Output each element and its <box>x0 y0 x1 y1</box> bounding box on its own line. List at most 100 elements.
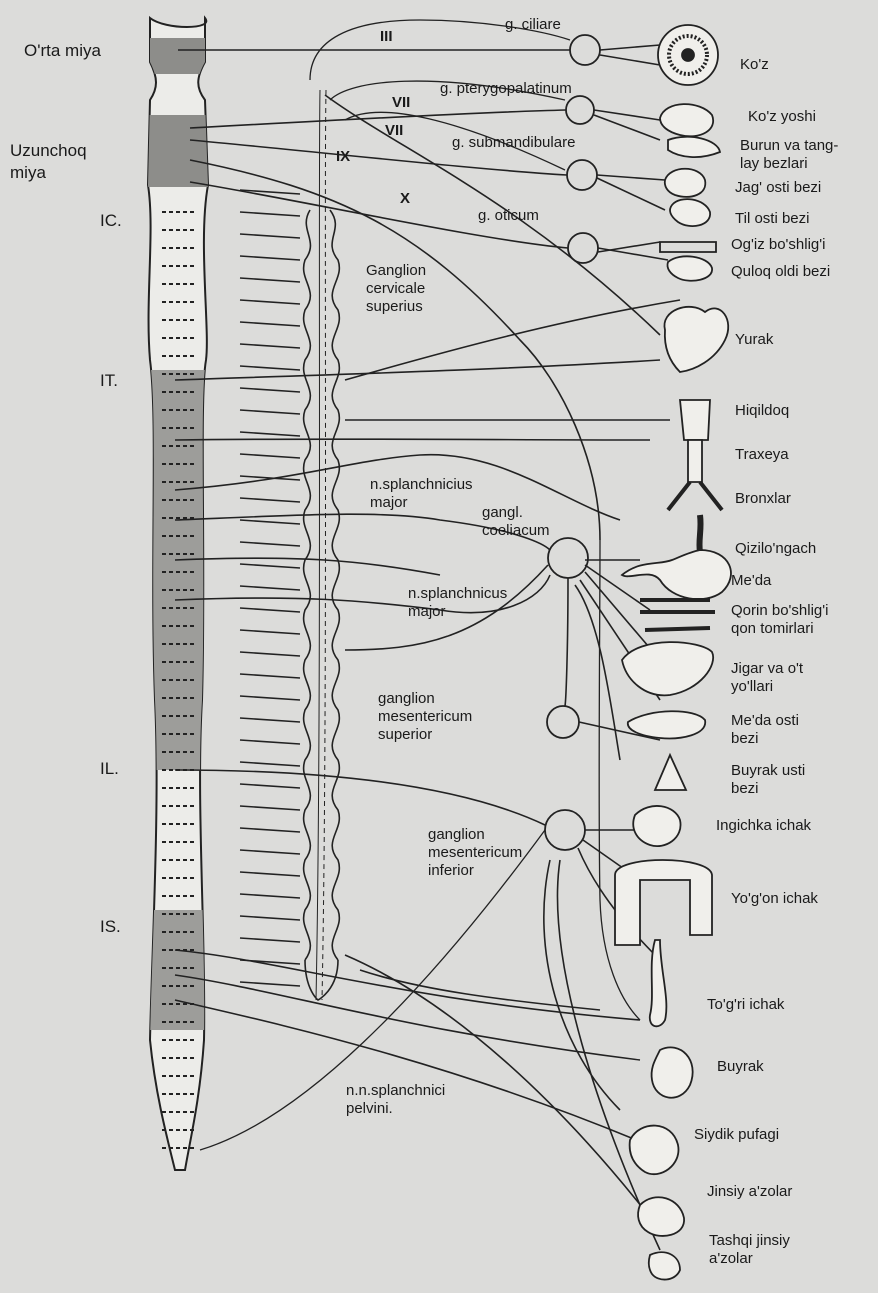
organ-label-lacrimal-gland: Ko'z yoshi <box>748 108 816 126</box>
external-genitals-drawing <box>649 1252 680 1279</box>
fiber-tick <box>240 344 300 348</box>
submandibular-gland-drawing <box>665 169 706 197</box>
ciliary-ganglion-label: g. ciliare <box>505 16 561 34</box>
organ-label-stomach: Me'da <box>731 572 771 590</box>
organ-label-adrenal-gland: Buyrak usti bezi <box>731 762 805 798</box>
organ-label-small-intestine: Ingichka ichak <box>716 817 811 835</box>
organ-label-external-genitals: Tashqi jinsiy a'zolar <box>709 1232 790 1268</box>
nasal-glands-drawing <box>668 137 720 157</box>
fiber-tick <box>240 740 300 744</box>
small-intestine-drawing <box>633 806 680 846</box>
superior-mesenteric-ganglion-label: ganglion mesentericum superior <box>378 690 472 744</box>
rectum-drawing <box>650 940 667 1026</box>
organs-drawing <box>615 25 731 1280</box>
superior-mesenteric-ganglion <box>547 706 579 738</box>
fiber-tick <box>240 784 300 788</box>
organ-label-larynx: Hiqildoq <box>735 402 789 420</box>
organ-label-bladder: Siydik pufagi <box>694 1126 779 1144</box>
inferior-mesenteric-ganglion <box>545 810 585 850</box>
fiber-tick <box>240 696 300 700</box>
nerve-iii-label: III <box>380 28 393 46</box>
eye-drawing <box>658 25 718 85</box>
fiber-tick <box>240 652 300 656</box>
nerve-ix-label: IX <box>336 148 350 166</box>
fiber-tick <box>240 366 300 370</box>
organ-label-parotid-gland: Quloq oldi bezi <box>731 263 830 281</box>
kidney-drawing <box>652 1047 693 1097</box>
lacrimal-gland-drawing <box>660 104 713 136</box>
fiber-tick <box>240 322 300 326</box>
organ-label-genitals: Jinsiy a'zolar <box>707 1183 792 1201</box>
pterygopalatine-ganglion <box>566 96 594 124</box>
ganglia <box>545 35 600 850</box>
genitals-drawing <box>638 1197 684 1236</box>
organ-label-bronchi: Bronxlar <box>735 490 791 508</box>
fiber-tick <box>240 762 300 766</box>
organ-label-heart: Yurak <box>735 331 773 349</box>
fiber-tick <box>240 388 300 392</box>
organ-label-eye: Ko'z <box>740 56 769 74</box>
heart-drawing <box>664 307 728 372</box>
parotid-gland-drawing <box>667 256 712 280</box>
bladder-drawing <box>630 1126 679 1175</box>
liver-drawing <box>622 642 713 695</box>
organ-label-liver-bile-ducts: Jigar va o't yo'llari <box>731 660 803 696</box>
inferior-mesenteric-ganglion-label: ganglion mesentericum inferior <box>428 826 522 880</box>
larynx-drawing <box>680 400 710 440</box>
fiber-tick <box>240 850 300 854</box>
fiber-tick <box>240 608 300 612</box>
nerve-pathways <box>175 20 680 1250</box>
organ-label-large-intestine: Yo'g'on ichak <box>731 890 818 908</box>
fiber-tick <box>240 938 300 942</box>
submandibular-ganglion-label: g. submandibulare <box>452 134 575 152</box>
submandibular-ganglion <box>567 160 597 190</box>
coeliac-ganglion <box>548 538 588 578</box>
large-intestine-drawing <box>615 860 712 945</box>
sublingual-gland-drawing <box>670 199 710 226</box>
fiber-tick <box>240 256 300 260</box>
nerve-x-label: X <box>400 190 410 208</box>
organ-label-nasal-palatine-glands: Burun va tang- lay bezlari <box>740 137 838 173</box>
cervical-label: IC. <box>100 210 122 232</box>
pancreas-drawing <box>628 711 705 738</box>
organ-label-submandibular-gland: Jag' osti bezi <box>735 179 821 197</box>
adrenal-gland-drawing <box>655 755 686 790</box>
oral-cavity-drawing <box>660 242 716 252</box>
otic-ganglion-label: g. oticum <box>478 207 539 225</box>
trachea-drawing <box>688 440 702 482</box>
stomach-drawing <box>622 550 731 599</box>
organ-label-esophagus: Qizilo'ngach <box>735 540 816 558</box>
fiber-tick <box>240 432 300 436</box>
fiber-tick <box>240 806 300 810</box>
abdominal-vessels-drawing <box>640 600 715 630</box>
organ-label-pancreas: Me'da osti bezi <box>731 712 799 748</box>
esophagus-drawing <box>699 515 700 552</box>
organ-label-oral-cavity: Og'iz bo'shlig'i <box>731 236 825 254</box>
nerve-vii-label-a: VII <box>392 94 410 112</box>
splanchnic-major-label-2: n.splanchnicus major <box>408 585 507 621</box>
fiber-tick <box>240 454 300 458</box>
fiber-tick <box>240 960 300 964</box>
organ-label-trachea: Traxeya <box>735 446 789 464</box>
pterygopalatine-ganglion-label: g. pterygopalatinum <box>440 80 572 98</box>
cervical-superior-ganglion-label: Ganglion cervicale superius <box>366 262 426 316</box>
fiber-tick <box>240 674 300 678</box>
fiber-tick <box>240 278 300 282</box>
pelvic-splanchnic-nerves-label: n.n.splanchnici pelvini. <box>346 1082 445 1118</box>
fiber-tick <box>240 982 300 986</box>
fiber-tick <box>240 872 300 876</box>
lumbar-label: IL. <box>100 758 119 780</box>
fiber-tick <box>240 542 300 546</box>
fiber-tick <box>240 718 300 722</box>
fiber-tick <box>240 498 300 502</box>
organ-label-abdominal-vessels: Qorin bo'shlig'i qon tomirlari <box>731 602 828 638</box>
bronchi-drawing <box>668 482 722 510</box>
fiber-tick <box>240 564 300 568</box>
fiber-tick <box>240 586 300 590</box>
midbrain-label: O'rta miya <box>24 40 101 62</box>
coeliac-ganglion-label: gangl. coeliacum <box>482 504 550 540</box>
fiber-tick <box>240 520 300 524</box>
fiber-tick <box>240 300 300 304</box>
organ-label-sublingual-gland: Til osti bezi <box>735 210 809 228</box>
